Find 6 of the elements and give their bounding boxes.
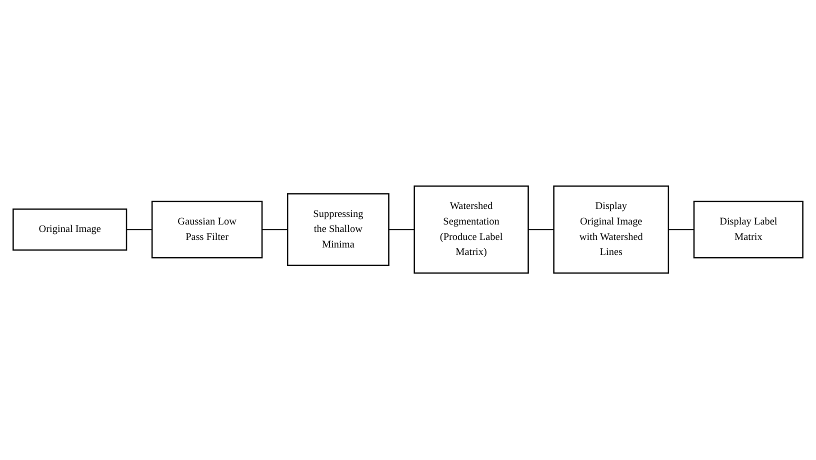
node-box: Original Image bbox=[12, 208, 128, 252]
node-box: Gaussian Low Pass Filter bbox=[151, 201, 263, 259]
node-box: Display Original Image with Watershed Lines bbox=[553, 186, 670, 274]
node-box: Suppressing the Shallow Minima bbox=[286, 194, 390, 266]
node-box: Display Label Matrix bbox=[693, 201, 804, 259]
node-box: Watershed Segmentation (Produce Label Matrix) bbox=[414, 186, 529, 274]
